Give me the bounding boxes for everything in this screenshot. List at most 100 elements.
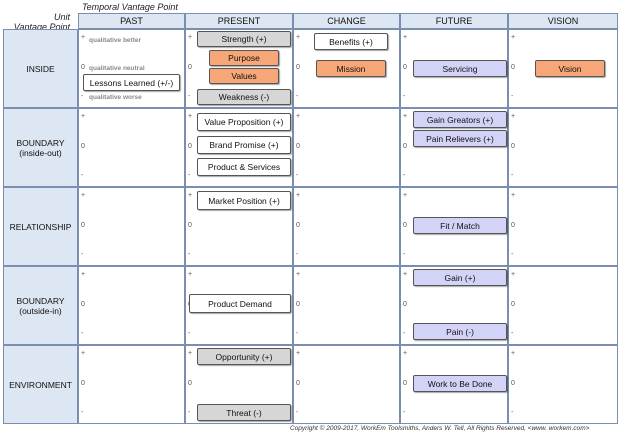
brand-promise-box[interactable]: Brand Promise (+) bbox=[197, 136, 291, 154]
opportunity-box[interactable]: Opportunity (+) bbox=[197, 348, 291, 365]
marker-plus: + bbox=[403, 192, 408, 199]
marker-minus: - bbox=[81, 409, 84, 416]
product-demand-box[interactable]: Product Demand bbox=[189, 294, 291, 313]
marker-zero: 0 bbox=[81, 380, 85, 387]
marker-minus: - bbox=[403, 251, 406, 258]
marker-plus: + bbox=[296, 34, 301, 41]
marker-minus: - bbox=[296, 172, 299, 179]
marker-minus: - bbox=[403, 172, 406, 179]
row-header-inside: INSIDE bbox=[3, 29, 78, 108]
benefits-box[interactable]: Benefits (+) bbox=[314, 33, 388, 50]
marker-minus: - bbox=[296, 409, 299, 416]
marker-plus: + bbox=[511, 34, 516, 41]
threat-box[interactable]: Threat (-) bbox=[197, 404, 291, 421]
lessons-learned-box[interactable]: Lessons Learned (+/-) bbox=[83, 74, 180, 91]
marker-minus: - bbox=[188, 93, 191, 100]
marker-minus: - bbox=[296, 251, 299, 258]
work-to-be-done-box[interactable]: Work to Be Done bbox=[413, 375, 507, 392]
marker-minus: - bbox=[188, 172, 191, 179]
market-position-box[interactable]: Market Position (+) bbox=[197, 191, 291, 210]
marker-zero: 0 bbox=[296, 143, 300, 150]
marker-minus: - bbox=[511, 251, 514, 258]
marker-zero: 0 bbox=[188, 380, 192, 387]
column-header-vision: VISION bbox=[508, 13, 618, 29]
marker-zero: 0 bbox=[296, 64, 300, 71]
cell-environment-vision bbox=[508, 345, 618, 424]
product-services-box[interactable]: Product & Services bbox=[197, 158, 291, 176]
purpose-box[interactable]: Purpose bbox=[209, 50, 279, 66]
values-box[interactable]: Values bbox=[209, 68, 279, 84]
cell-relationship-past bbox=[78, 187, 185, 266]
row-header-line1: RELATIONSHIP bbox=[9, 221, 72, 232]
unit-vantage-title: Unit Vantage Point bbox=[2, 12, 70, 32]
marker-minus: - bbox=[81, 330, 84, 337]
marker-plus: + bbox=[188, 34, 193, 41]
row-header-boundary-outside-in: BOUNDARY (outside-in) bbox=[3, 266, 78, 345]
marker-minus: - bbox=[403, 330, 406, 337]
marker-zero: 0 bbox=[511, 64, 515, 71]
gain-box[interactable]: Gain (+) bbox=[413, 269, 507, 286]
fit-match-box[interactable]: Fit / Match bbox=[413, 217, 507, 234]
row-header-line2: (outside-in) bbox=[19, 305, 62, 316]
marker-plus: + bbox=[81, 271, 86, 278]
row-header-environment: ENVIRONMENT bbox=[3, 345, 78, 424]
marker-plus: + bbox=[511, 113, 516, 120]
marker-minus: - bbox=[188, 409, 191, 416]
qualitative-better-label: qualitative better bbox=[89, 37, 142, 44]
strength-box[interactable]: Strength (+) bbox=[197, 31, 291, 47]
marker-zero: 0 bbox=[81, 64, 85, 71]
marker-plus: + bbox=[403, 271, 408, 278]
value-proposition-box[interactable]: Value Proposition (+) bbox=[197, 113, 291, 131]
row-header-line1: BOUNDARY bbox=[16, 137, 65, 148]
pain-relievers-box[interactable]: Pain Relievers (+) bbox=[413, 130, 507, 147]
marker-zero: 0 bbox=[188, 222, 192, 229]
row-header-boundary-inside-out: BOUNDARY (inside-out) bbox=[3, 108, 78, 187]
cell-boundary-inside-out-vision bbox=[508, 108, 618, 187]
qualitative-worse-label: qualitative worse bbox=[89, 94, 142, 101]
marker-zero: 0 bbox=[403, 380, 407, 387]
marker-plus: + bbox=[296, 192, 301, 199]
cell-boundary-outside-in-change bbox=[293, 266, 400, 345]
column-header-future: FUTURE bbox=[400, 13, 508, 29]
marker-plus: + bbox=[81, 192, 86, 199]
unit-title-line1: Unit bbox=[53, 12, 70, 22]
marker-plus: + bbox=[403, 113, 408, 120]
marker-zero: 0 bbox=[81, 143, 85, 150]
gain-creators-box[interactable]: Gain Greators (+) bbox=[413, 111, 507, 128]
cell-environment-change bbox=[293, 345, 400, 424]
column-header-past: PAST bbox=[78, 13, 185, 29]
marker-zero: 0 bbox=[188, 143, 192, 150]
pain-box[interactable]: Pain (-) bbox=[413, 323, 507, 340]
cell-boundary-inside-out-past bbox=[78, 108, 185, 187]
marker-zero: 0 bbox=[188, 64, 192, 71]
marker-zero: 0 bbox=[403, 143, 407, 150]
weakness-box[interactable]: Weakness (-) bbox=[197, 89, 291, 105]
marker-minus: - bbox=[511, 172, 514, 179]
marker-minus: - bbox=[296, 330, 299, 337]
servicing-box[interactable]: Servicing bbox=[413, 60, 507, 77]
cell-boundary-outside-in-past bbox=[78, 266, 185, 345]
marker-minus: - bbox=[81, 172, 84, 179]
marker-plus: + bbox=[188, 271, 193, 278]
marker-zero: 0 bbox=[511, 301, 515, 308]
cell-environment-past bbox=[78, 345, 185, 424]
vision-box[interactable]: Vision bbox=[535, 60, 605, 77]
marker-zero: 0 bbox=[403, 301, 407, 308]
marker-minus: - bbox=[403, 93, 406, 100]
cell-boundary-inside-out-change bbox=[293, 108, 400, 187]
marker-zero: 0 bbox=[296, 222, 300, 229]
marker-plus: + bbox=[188, 350, 193, 357]
marker-zero: 0 bbox=[81, 222, 85, 229]
mission-box[interactable]: Mission bbox=[316, 60, 386, 77]
marker-plus: + bbox=[296, 271, 301, 278]
marker-zero: 0 bbox=[511, 222, 515, 229]
marker-zero: 0 bbox=[511, 380, 515, 387]
marker-plus: + bbox=[511, 350, 516, 357]
marker-minus: - bbox=[188, 330, 191, 337]
marker-minus: - bbox=[296, 93, 299, 100]
cell-inside-past bbox=[78, 29, 185, 108]
unit-title-line2: Vantage Point bbox=[13, 22, 70, 32]
marker-zero: 0 bbox=[81, 301, 85, 308]
marker-plus: + bbox=[188, 192, 193, 199]
cell-boundary-outside-in-vision bbox=[508, 266, 618, 345]
